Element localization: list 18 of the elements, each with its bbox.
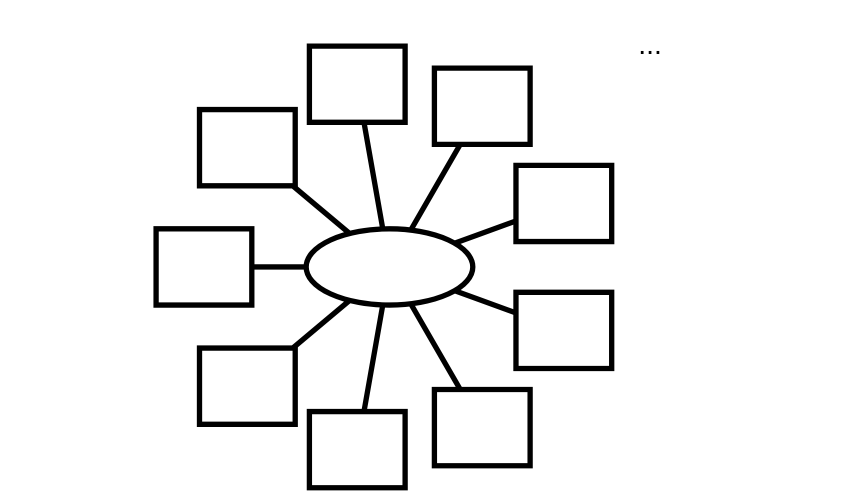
node-box [306,408,408,490]
node-box [513,162,614,244]
node-box [196,345,298,427]
node-box [153,226,254,308]
node-box [196,106,298,188]
node-box [432,65,533,148]
connector [252,264,306,270]
connector [361,122,386,229]
connector [454,288,516,316]
node-box [513,290,614,372]
connector [291,184,351,236]
label: ... [638,28,662,61]
node-box [432,386,533,468]
connector [361,305,386,412]
node-cloud [304,226,476,308]
connector [454,218,516,246]
node-box [306,43,408,125]
connector [291,298,351,350]
